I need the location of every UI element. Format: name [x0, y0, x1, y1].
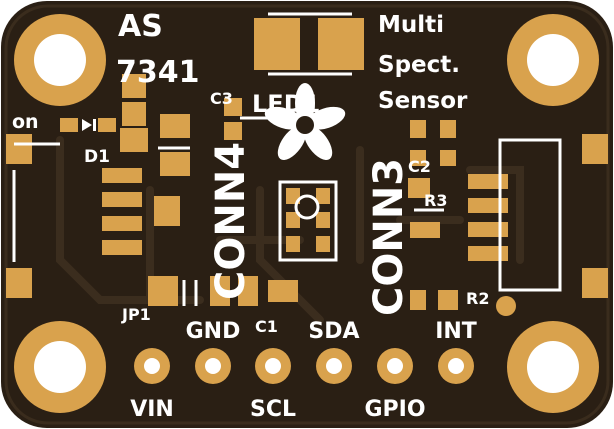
pin-label-vin: VIN	[130, 397, 174, 422]
mounting-hole-top-left	[14, 14, 106, 106]
sensor-marker-circle	[294, 194, 320, 220]
smd-pads	[60, 18, 458, 310]
header-pin-row	[134, 348, 474, 384]
pin-label-scl: SCL	[250, 397, 296, 422]
conn3-label: CONN3	[366, 158, 412, 316]
d1-label: D1	[84, 147, 110, 167]
pin-int	[438, 348, 474, 384]
r2-label: R2	[466, 289, 489, 308]
pin-label-gpio: GPIO	[364, 397, 425, 422]
pin-gpio	[377, 348, 413, 384]
pin-scl	[255, 348, 291, 384]
test-point	[496, 296, 516, 316]
pin-sda	[316, 348, 352, 384]
pin-label-int: INT	[435, 319, 477, 344]
chip-name-line2: 7341	[116, 55, 200, 90]
d1-diode-symbol	[82, 119, 96, 131]
pin-gnd	[195, 348, 231, 384]
chip-name-line1: AS	[118, 9, 163, 44]
jp1-label: JP1	[121, 305, 151, 324]
title-line2: Spect.	[378, 52, 460, 78]
led-label: LED1	[252, 90, 320, 118]
conn4-label: CONN4	[208, 142, 254, 300]
adafruit-flower-logo	[264, 83, 346, 161]
pin-vin	[134, 348, 170, 384]
c2-label: C2	[408, 157, 431, 176]
r3-label: R3	[424, 191, 447, 210]
pin-label-sda: SDA	[308, 319, 359, 344]
silkscreen-lines	[158, 12, 444, 306]
title-line3: Sensor	[378, 88, 468, 114]
on-label: on	[12, 111, 39, 133]
title-line1: Multi	[378, 12, 444, 38]
left-stemma-connector	[6, 134, 142, 298]
mounting-hole-top-right	[507, 14, 599, 106]
c3-label: C3	[210, 89, 233, 108]
pin-label-gnd: GND	[186, 319, 241, 344]
right-stemma-connector	[468, 134, 608, 298]
mounting-hole-bottom-right	[507, 321, 599, 413]
mounting-hole-bottom-left	[14, 321, 106, 413]
c1-label: C1	[255, 317, 278, 336]
